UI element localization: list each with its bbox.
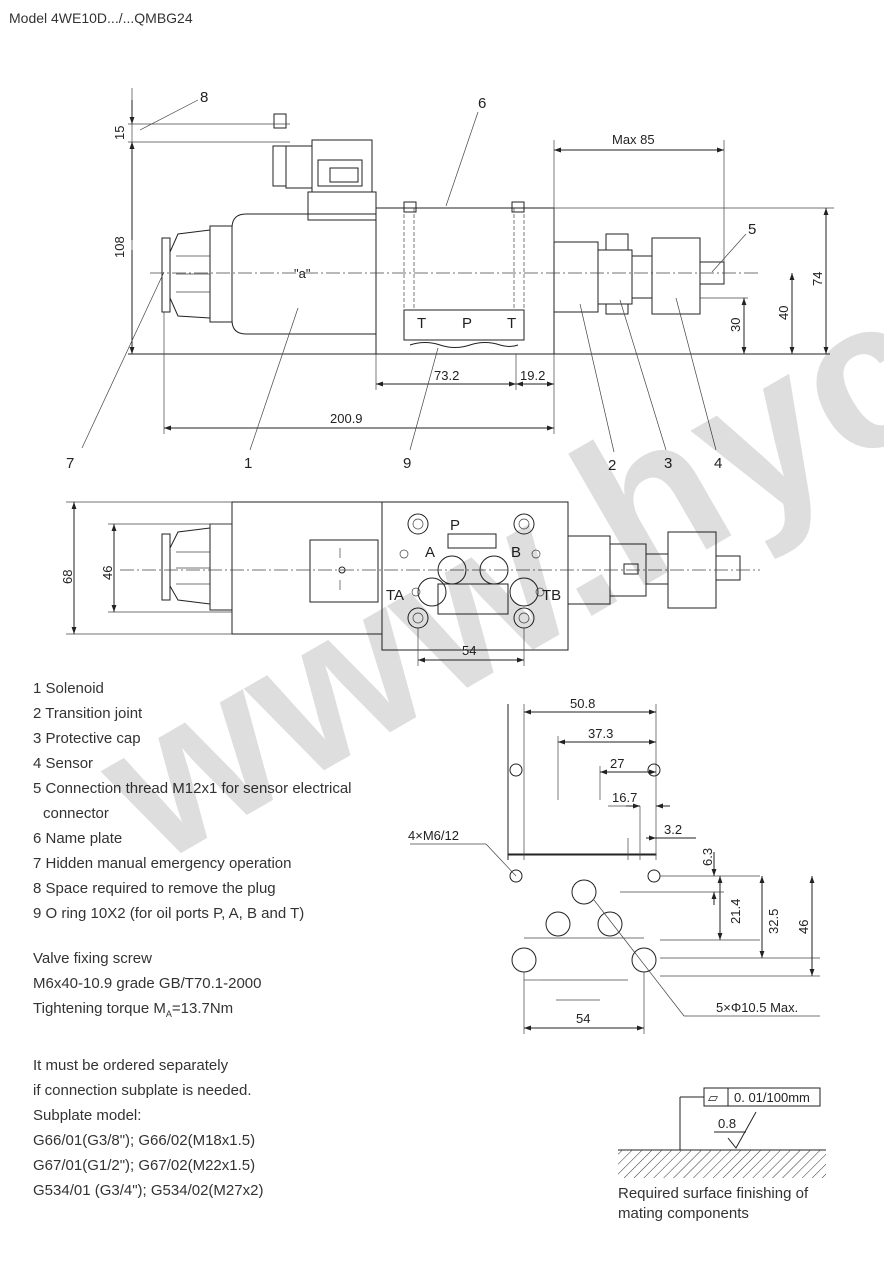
port-t-left-label: T	[417, 315, 426, 332]
top-dim-46: 46	[100, 566, 115, 580]
flatness-symbol: ⏥	[708, 1090, 718, 1105]
torque-subscript: A	[165, 1009, 172, 1019]
order-line: Subplate model:	[33, 1107, 142, 1124]
pat-dim-32-5: 32.5	[766, 909, 781, 934]
callout-8: 8	[200, 89, 208, 106]
callout-2: 2	[608, 457, 616, 474]
surface-finish: ⏥ 0. 01/100mm 0.8	[618, 1087, 826, 1178]
top-dim-68: 68	[60, 570, 75, 584]
pat-dim-37-3: 37.3	[588, 726, 613, 741]
roughness-value: 0.8	[718, 1116, 736, 1131]
top-port-ta: TA	[386, 587, 404, 604]
callout-5: 5	[748, 221, 756, 238]
callout-3: 3	[664, 455, 672, 472]
top-view: P A B TA TB 68 46 54	[60, 501, 760, 666]
flatness-value: 0. 01/100mm	[734, 1090, 810, 1105]
port-t-right-label: T	[507, 315, 516, 332]
pat-screws-note: 4×M6/12	[408, 828, 459, 843]
screw-line-3: Tightening torque MA=13.7Nm	[33, 999, 233, 1024]
pat-holes-note: 5×Φ10.5 Max.	[716, 1000, 798, 1015]
legend-item: 9 O ring 10X2 (for oil ports P, A, B and…	[33, 905, 305, 922]
side-view: T P T "a" 15 108	[66, 88, 834, 474]
dim-30: 30	[728, 318, 743, 332]
model-title: Model 4WE10D.../...QMBG24	[9, 10, 193, 26]
pat-dim-3-2: 3.2	[664, 822, 682, 837]
sensor-assembly	[553, 233, 725, 315]
callout-4: 4	[714, 455, 722, 472]
torque-value: =13.7Nm	[171, 1000, 234, 1017]
pat-dim-16-7: 16.7	[612, 790, 637, 805]
a-marker: "a"	[294, 266, 311, 281]
legend-item: 1 Solenoid	[33, 680, 104, 697]
order-line: G67/01(G1/2"); G67/02(M22x1.5)	[33, 1157, 256, 1174]
legend-item: 7 Hidden manual emergency operation	[33, 855, 292, 872]
plug	[272, 113, 377, 221]
surface-caption-1: Required surface finishing of	[618, 1185, 809, 1202]
legend-item: 4 Sensor	[33, 755, 94, 772]
callout-1: 1	[244, 455, 252, 472]
top-port-b: B	[511, 544, 521, 561]
order-line: G534/01 (G3/4"); G534/02(M27x2)	[33, 1182, 264, 1199]
legend-item: 3 Protective cap	[33, 730, 141, 747]
torque-label: Tightening torque M	[33, 1000, 166, 1017]
dim-15: 15	[112, 126, 127, 140]
order-line: if connection subplate is needed.	[33, 1082, 252, 1099]
legend-item: 8 Space required to remove the plug	[33, 880, 276, 897]
port-p-label: P	[462, 315, 472, 332]
dim-108: 108	[112, 236, 127, 258]
top-dim-54: 54	[462, 643, 476, 658]
dim-200-9: 200.9	[330, 411, 363, 426]
top-port-a: A	[425, 544, 435, 561]
dim-73-2: 73.2	[434, 368, 459, 383]
screw-line-1: Valve fixing screw	[33, 950, 152, 967]
legend-item: connector	[43, 805, 109, 822]
legend-item: 2 Transition joint	[33, 705, 143, 722]
manual-override-knob	[161, 225, 233, 323]
pat-dim-54: 54	[576, 1011, 590, 1026]
top-port-tb: TB	[542, 587, 561, 604]
dim-19-2: 19.2	[520, 368, 545, 383]
callout-7: 7	[66, 455, 74, 472]
dim-74: 74	[810, 272, 825, 286]
mounting-pattern: 50.8 37.3 27 16.7 3.2 6.3	[408, 696, 820, 1034]
valve-housing: T P T	[375, 201, 555, 355]
pat-dim-21-4: 21.4	[728, 899, 743, 924]
legend-item: 6 Name plate	[33, 830, 123, 847]
pat-dim-46: 46	[796, 920, 811, 934]
pat-dim-27: 27	[610, 756, 624, 771]
order-line: G66/01(G3/8"); G66/02(M18x1.5)	[33, 1132, 256, 1149]
dim-max85: Max 85	[612, 132, 655, 147]
legend-item: 5 Connection thread M12x1 for sensor ele…	[33, 780, 352, 797]
order-line: It must be ordered separately	[33, 1057, 229, 1074]
callout-9: 9	[403, 455, 411, 472]
pat-dim-6-3: 6.3	[700, 848, 715, 866]
callout-6: 6	[478, 95, 486, 112]
pat-dim-50-8: 50.8	[570, 696, 595, 711]
dim-40: 40	[776, 306, 791, 320]
top-port-p: P	[450, 517, 460, 534]
screw-line-2: M6x40-10.9 grade GB/T70.1-2000	[33, 975, 262, 992]
surface-caption-2: mating components	[618, 1205, 749, 1222]
